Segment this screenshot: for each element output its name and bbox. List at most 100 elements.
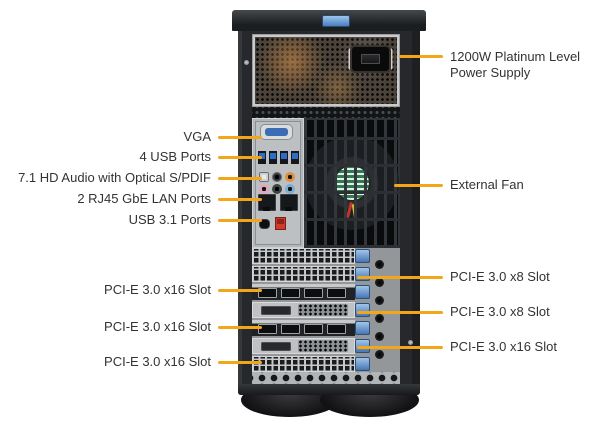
- usb-port-icon: [269, 151, 277, 164]
- callout-hd-audio: 7.1 HD Audio with Optical S/PDIF: [0, 170, 262, 186]
- display-port-icon: [304, 324, 323, 334]
- leader-line: [218, 360, 262, 364]
- callout-label: External Fan: [450, 177, 524, 192]
- blue-latch: [322, 15, 350, 27]
- vga-port: [261, 125, 292, 139]
- usb3-ports: [258, 151, 299, 164]
- callout-pcie-x16-1: PCI-E 3.0 x16 Slot: [0, 282, 262, 298]
- thumbscrew-icon: [375, 278, 384, 287]
- gpu-card-ports: [252, 320, 355, 336]
- lan-ports: [258, 194, 298, 211]
- gpu-exhaust-vent: [298, 340, 348, 352]
- hdmi-port-icon: [327, 288, 346, 298]
- audio-jack-orange: [285, 172, 295, 182]
- external-fan: [304, 118, 400, 248]
- leader-line: [218, 288, 262, 292]
- callout-label: 7.1 HD Audio with Optical S/PDIF: [18, 170, 211, 185]
- slot-cover-vented: [252, 248, 355, 264]
- thumbscrew-icon: [375, 260, 384, 269]
- slot-retention-clip: [355, 285, 370, 299]
- display-port-icon: [304, 288, 323, 298]
- dvi-port-icon: [261, 341, 291, 351]
- display-port-icon: [258, 324, 277, 334]
- leader-line: [218, 155, 262, 159]
- usb-a-red-port: [275, 217, 286, 230]
- thumbscrew-icon: [375, 314, 384, 323]
- dvi-port-icon: [261, 305, 291, 315]
- leader-line: [218, 176, 262, 180]
- usb-port-icon: [280, 151, 288, 164]
- callout-pcie-x16-3: PCI-E 3.0 x16 Slot: [0, 354, 262, 370]
- slot-retention-clip: [355, 303, 370, 317]
- optical-spdif-port: [259, 172, 269, 182]
- callout-power-supply: 1200W Platinum Level Power Supply: [399, 49, 590, 81]
- callout-pcie-x8-1: PCI-E 3.0 x8 Slot: [357, 269, 550, 285]
- callout-pcie-x16-right: PCI-E 3.0 x16 Slot: [357, 339, 557, 355]
- callout-pcie-x16-2: PCI-E 3.0 x16 Slot: [0, 319, 262, 335]
- audio-jack-green: [272, 184, 282, 194]
- fan-grille-bars: [304, 118, 400, 248]
- display-port-icon: [258, 288, 277, 298]
- thumbscrew-icon: [375, 350, 384, 359]
- audio-ports: [259, 172, 295, 194]
- callout-vga: VGA: [0, 129, 262, 145]
- callout-external-fan: External Fan: [394, 177, 524, 193]
- display-port-icon: [281, 288, 300, 298]
- slot-retention-clip: [355, 357, 370, 371]
- callout-label: 4 USB Ports: [139, 149, 211, 164]
- leader-line: [357, 275, 443, 279]
- usb-port-icon: [258, 151, 266, 164]
- expansion-slot-area: [252, 248, 400, 372]
- callout-label: PCI-E 3.0 x16 Slot: [104, 319, 211, 334]
- slot-cover-vented: [252, 266, 355, 282]
- leader-line: [357, 345, 443, 349]
- leader-line: [218, 218, 262, 222]
- vent-strip: [252, 107, 400, 118]
- leader-line: [218, 197, 262, 201]
- hdmi-port-icon: [327, 324, 346, 334]
- thumbscrew-icon: [375, 296, 384, 305]
- server-tower-rear-view: [232, 10, 426, 395]
- gpu-exhaust-vent: [298, 304, 348, 316]
- usb-c-port: [260, 219, 269, 228]
- callout-label: PCI-E 3.0 x16 Slot: [104, 354, 211, 369]
- rj45-port: [280, 194, 298, 211]
- leader-line: [218, 135, 262, 139]
- usb-port-icon: [291, 151, 299, 164]
- callout-label: 2 RJ45 GbE LAN Ports: [77, 191, 211, 206]
- case-screw-icon: [408, 340, 413, 345]
- top-cap: [232, 10, 426, 31]
- gpu-card-dvi-row: [252, 338, 355, 354]
- leader-line: [357, 310, 443, 314]
- callout-label: VGA: [183, 129, 211, 144]
- callout-label: PCI-E 3.0 x16 Slot: [104, 282, 211, 297]
- leader-line: [218, 325, 262, 329]
- audio-jack-black: [272, 172, 282, 182]
- thumbscrew-icon: [375, 332, 384, 341]
- bottom-vent-row: [252, 372, 400, 384]
- slot-retention-clip: [355, 321, 370, 335]
- gpu-card-dvi-row: [252, 302, 355, 318]
- callout-label: PCI-E 3.0 x16 Slot: [450, 339, 557, 354]
- leader-line: [399, 55, 443, 58]
- slot-cover-vented: [252, 356, 355, 372]
- display-port-icon: [281, 324, 300, 334]
- io-panel: [252, 118, 304, 248]
- callout-pcie-x8-2: PCI-E 3.0 x8 Slot: [357, 304, 550, 320]
- audio-jack-blue: [285, 184, 295, 194]
- case-screw-icon: [244, 60, 249, 65]
- power-supply-module: [252, 34, 400, 107]
- callout-label: 1200W Platinum Level Power Supply: [450, 49, 581, 80]
- gpu-card-ports: [252, 284, 355, 300]
- ac-power-inlet: [352, 47, 389, 71]
- callout-label: PCI-E 3.0 x8 Slot: [450, 304, 550, 319]
- slot-retention-clip: [355, 249, 370, 263]
- callout-usb31-ports: USB 3.1 Ports: [0, 212, 262, 228]
- callout-lan-ports: 2 RJ45 GbE LAN Ports: [0, 191, 262, 207]
- callout-label: PCI-E 3.0 x8 Slot: [450, 269, 550, 284]
- callout-label: USB 3.1 Ports: [128, 212, 211, 227]
- usb31-ports: [260, 217, 286, 230]
- chassis-bottom-edge: [238, 384, 420, 395]
- leader-line: [394, 183, 443, 187]
